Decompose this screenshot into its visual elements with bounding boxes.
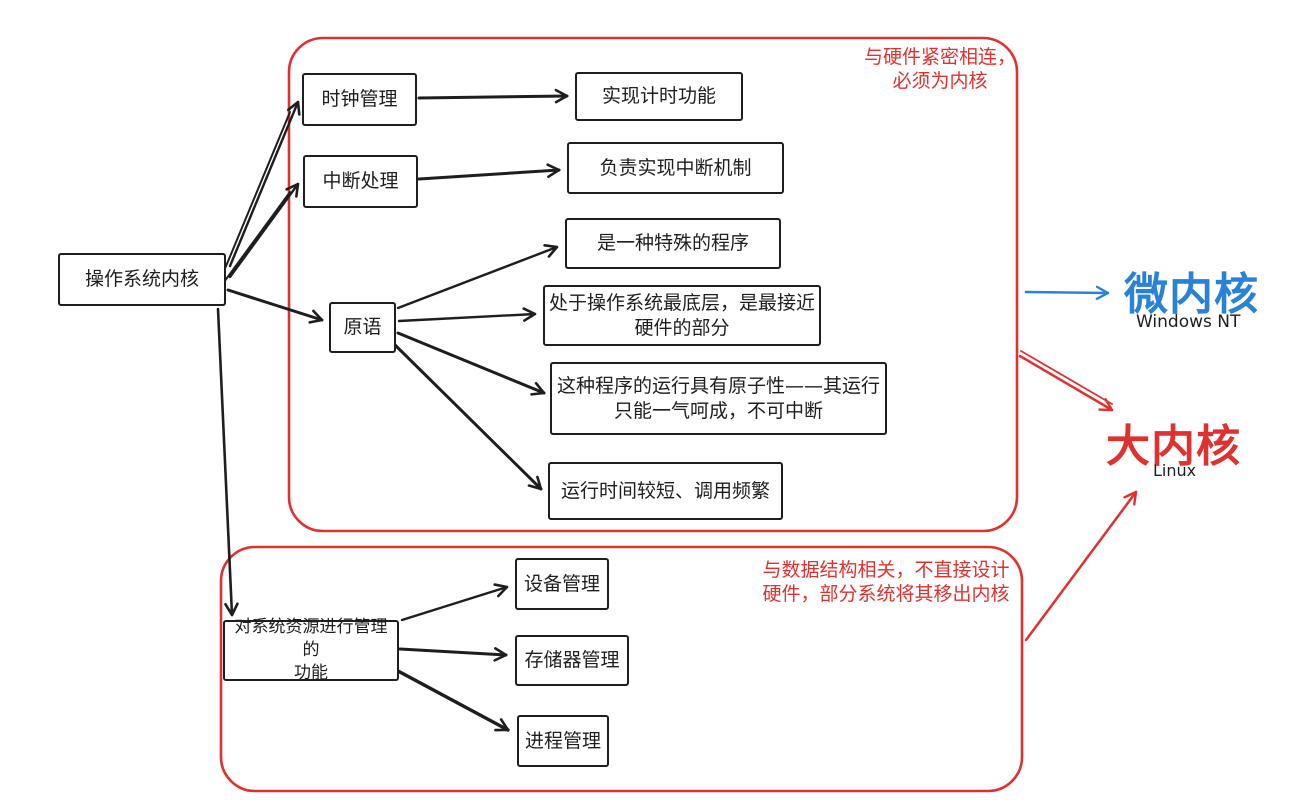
node-storage-management[interactable]: 存储器管理	[515, 635, 629, 686]
node-process-management[interactable]: 进程管理	[517, 715, 609, 767]
edge-root-to-resource	[216, 307, 239, 617]
group-box-kernel-required	[287, 36, 1019, 533]
edge-resource-to-storage	[398, 647, 508, 662]
node-lowest-layer[interactable]: 处于操作系统最底层，是最接近 硬件的部分	[543, 285, 821, 346]
edge-root-to-primitive	[226, 288, 324, 324]
node-interrupt-handling[interactable]: 中断处理	[303, 155, 418, 208]
edge-interrupt-to-mech	[417, 163, 561, 181]
edge-primitive-to-atomic	[396, 331, 546, 396]
node-primitive[interactable]: 原语	[329, 302, 396, 353]
node-clock-management[interactable]: 时钟管理	[302, 73, 417, 126]
edge-root-to-interrupt	[223, 182, 300, 283]
edge-primitive-to-lowest	[397, 307, 537, 323]
group-box-resource-mgmt	[219, 545, 1024, 793]
label-windows-nt[interactable]: Windows NT	[1136, 312, 1241, 332]
node-device-management[interactable]: 设备管理	[515, 558, 609, 610]
edge-primitive-to-special	[396, 244, 559, 310]
node-resource-management[interactable]: 对系统资源进行管理的 功能	[223, 617, 399, 683]
label-micro-kernel[interactable]: 微内核	[1124, 269, 1259, 320]
node-os-kernel[interactable]: 操作系统内核	[58, 253, 226, 306]
node-short-frequent[interactable]: 运行时间较短、调用频繁	[548, 462, 783, 520]
edge-to-macro-kernel	[1018, 350, 1114, 412]
note-data-structure[interactable]: 与数据结构相关，不直接设计 硬件，部分系统将其移出内核	[762, 559, 1010, 605]
edge-root-to-clock	[223, 100, 301, 272]
label-linux[interactable]: Linux	[1153, 461, 1197, 480]
node-atomic-execution[interactable]: 这种程序的运行具有原子性——其运行 只能一气呵成，不可中断	[550, 362, 887, 435]
node-special-program[interactable]: 是一种特殊的程序	[565, 218, 781, 269]
label-macro-kernel[interactable]: 大内核	[1106, 421, 1241, 472]
node-timing-function[interactable]: 实现计时功能	[575, 72, 743, 121]
edge-resource-to-macro-kernel	[1024, 490, 1138, 642]
edge-resource-to-process	[396, 669, 510, 732]
edge-resource-to-device	[400, 583, 509, 622]
edge-to-micro-kernel	[1024, 285, 1110, 301]
note-hardware-required[interactable]: 与硬件紧密相连， 必须为内核	[863, 46, 1016, 92]
edge-primitive-to-short	[391, 341, 543, 491]
node-interrupt-mechanism[interactable]: 负责实现中断机制	[567, 142, 784, 194]
edge-clock-to-timing	[417, 88, 569, 104]
